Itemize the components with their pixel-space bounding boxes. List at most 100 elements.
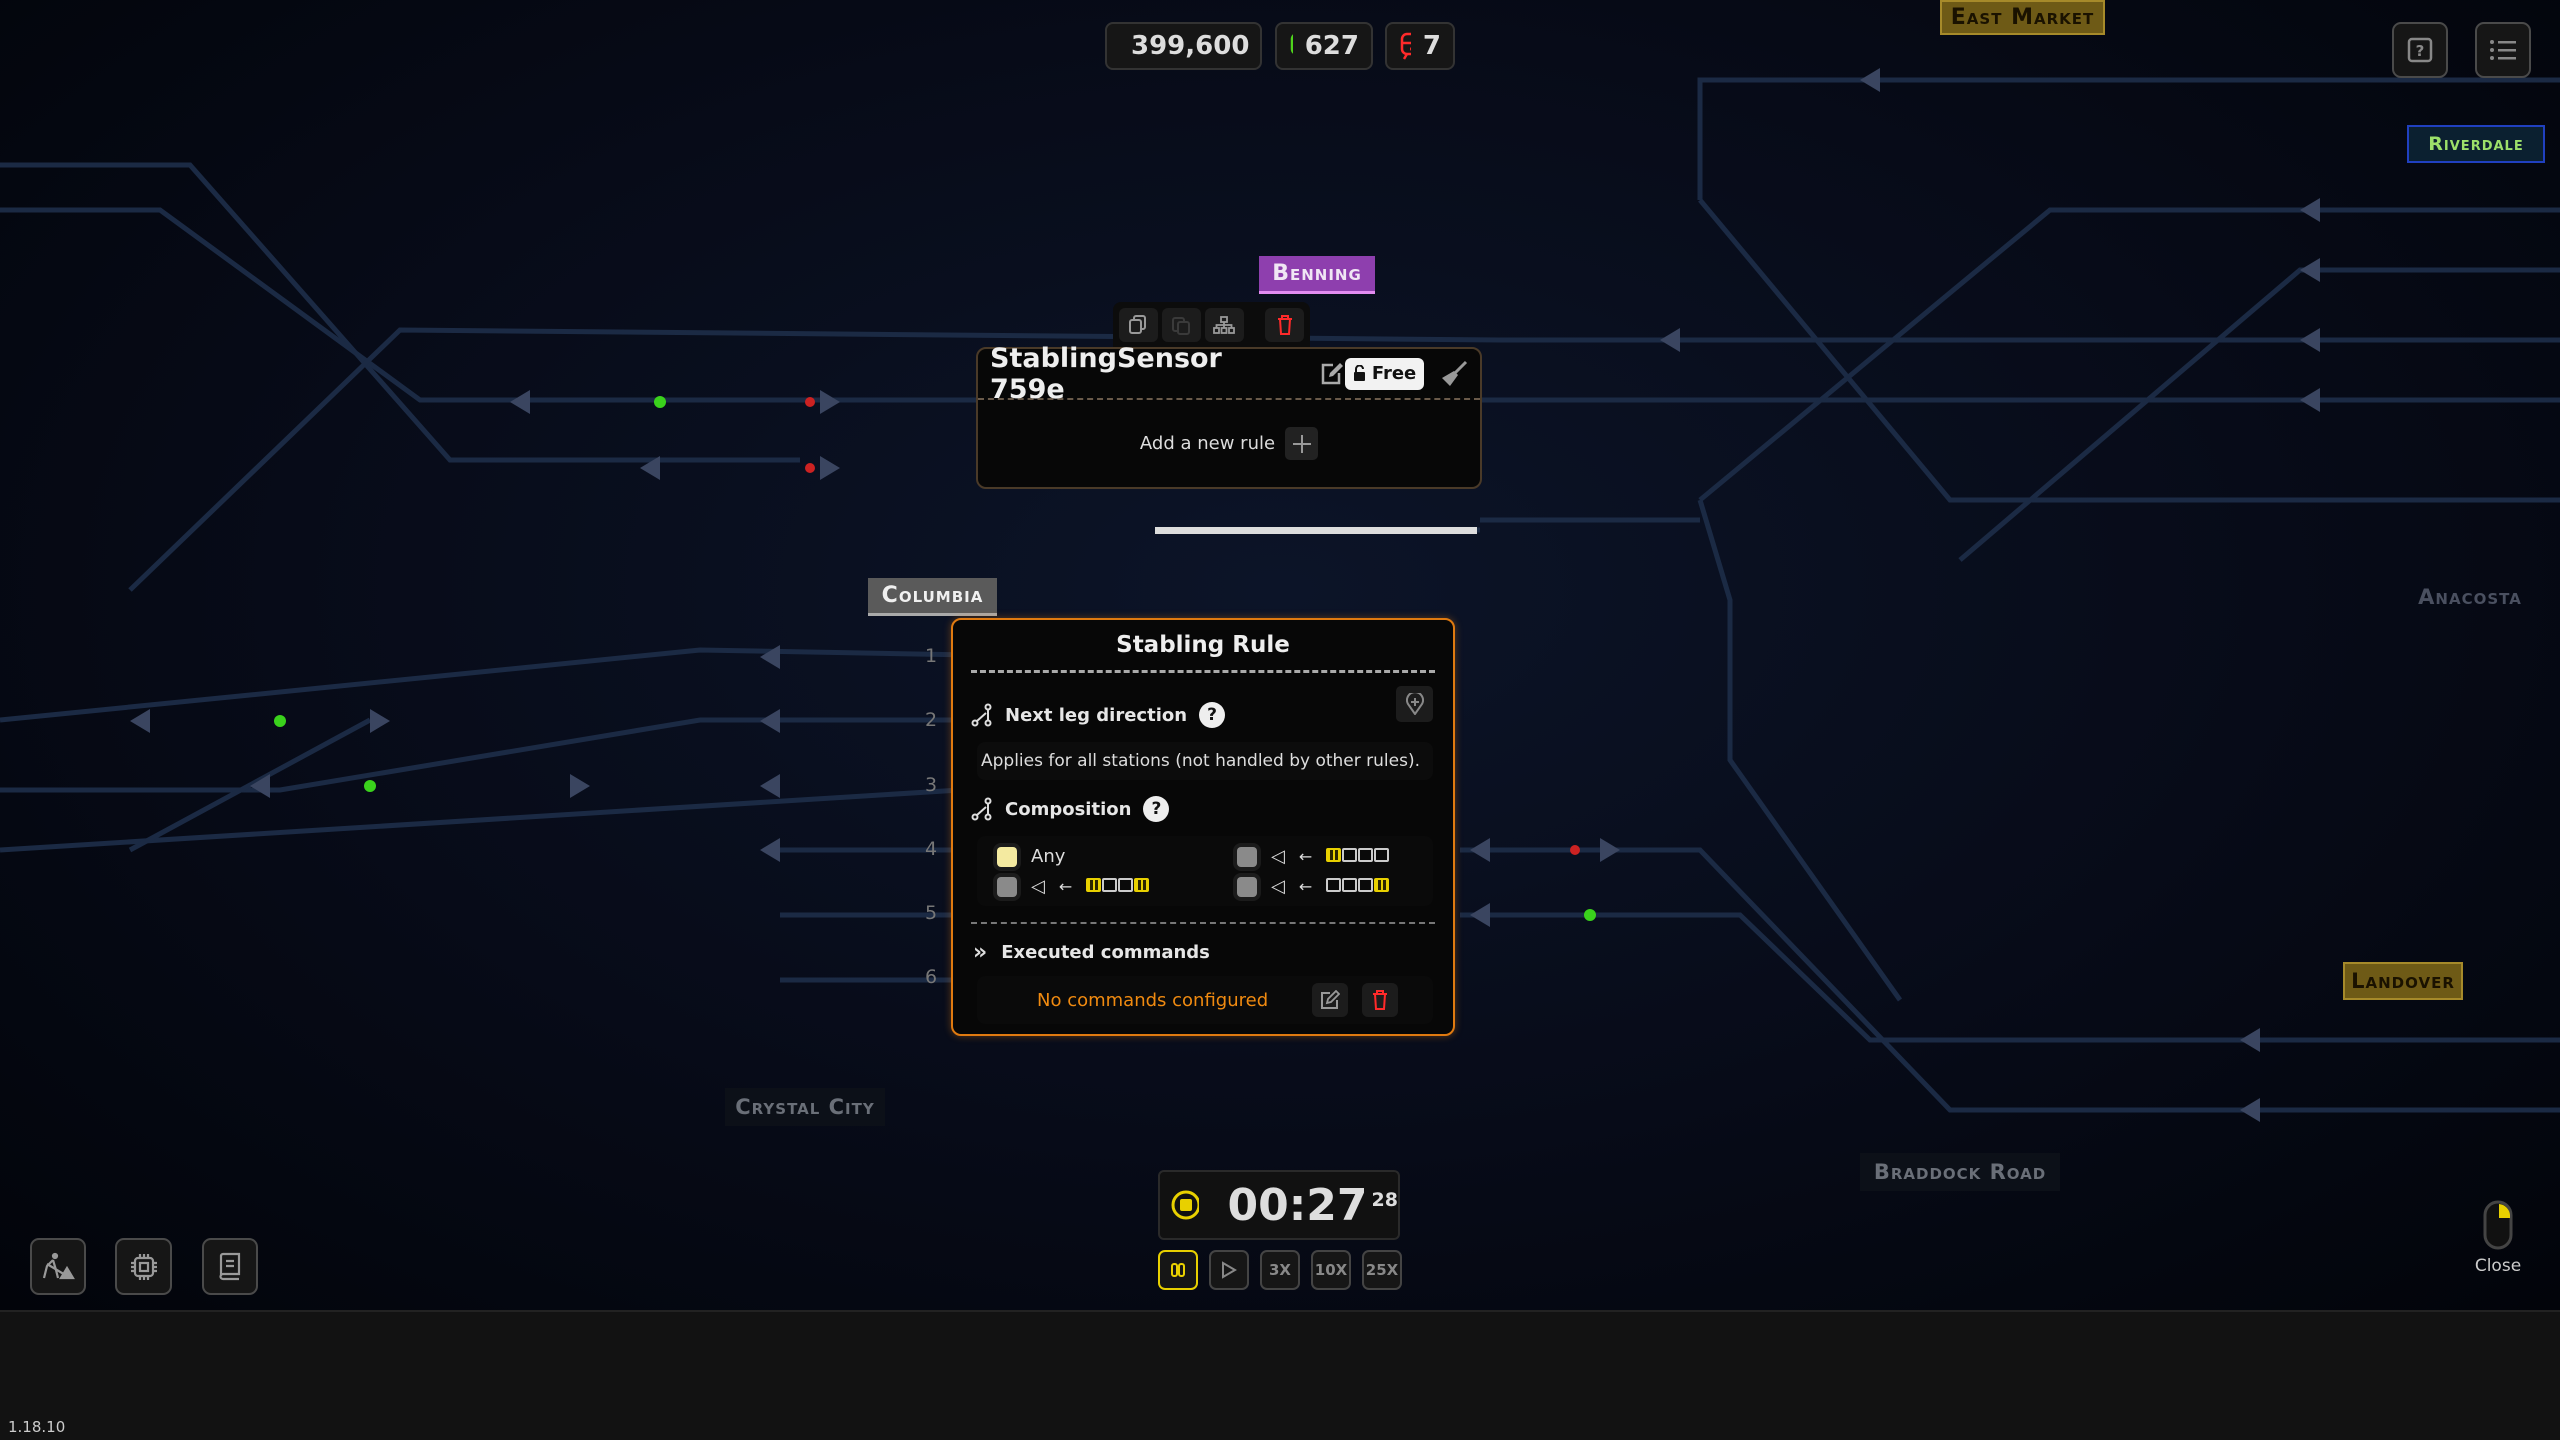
add-rule-button[interactable] — [1285, 427, 1319, 460]
copy-icon — [1129, 315, 1147, 334]
construction-worker-icon — [42, 1252, 75, 1279]
running-trains-counter: 627 — [1275, 22, 1373, 70]
composition-option-front[interactable]: ◁ ← — [1237, 846, 1390, 867]
station-braddock-road[interactable]: Braddock Road — [1860, 1153, 2060, 1191]
train-alert-icon — [1400, 32, 1411, 60]
trash-icon — [1373, 990, 1388, 1010]
speed-3x-button[interactable]: 3X — [1260, 1250, 1300, 1290]
station-benning[interactable]: Benning — [1259, 256, 1375, 294]
location-button[interactable] — [1396, 686, 1433, 722]
train-composition-icon — [1086, 877, 1150, 896]
direction-left-icon: ◁ — [1271, 876, 1285, 897]
speed-25x-button[interactable]: 25X — [1362, 1250, 1402, 1290]
edit-commands-button[interactable] — [1312, 983, 1349, 1017]
delete-commands-button[interactable] — [1362, 983, 1399, 1017]
paste-icon — [1172, 317, 1191, 335]
close-hint[interactable]: Close — [2474, 1200, 2522, 1290]
trains-bad-value: 7 — [1422, 31, 1441, 61]
hierarchy-button[interactable] — [1204, 308, 1244, 342]
sensor-panel: StablingSensor 759e Free Add a new rule — [976, 343, 1482, 489]
track-lines — [0, 68, 2560, 1122]
paste-button[interactable] — [1161, 308, 1201, 342]
route-icon — [971, 797, 992, 821]
brush-icon[interactable] — [1440, 360, 1468, 388]
copy-button[interactable] — [1119, 308, 1158, 342]
money-counter: 399,600 — [1105, 22, 1262, 70]
divider — [971, 922, 1435, 924]
add-rule-row: Add a new rule — [978, 400, 1480, 487]
stuck-trains-counter: 7 — [1385, 22, 1455, 70]
composition-help-icon[interactable]: ? — [1143, 796, 1170, 822]
bottom-bar: 1.18.10 — [0, 1310, 2560, 1440]
direction-left-icon: ◁ — [1271, 846, 1285, 867]
next-leg-help-icon[interactable]: ? — [1199, 702, 1226, 728]
station-east-market[interactable]: East Market — [1940, 0, 2105, 35]
book-button[interactable] — [202, 1238, 258, 1295]
edit-name-icon[interactable] — [1319, 361, 1345, 387]
track-number: 5 — [925, 902, 938, 924]
commands-row: No commands configured — [977, 976, 1433, 1024]
pause-icon — [1171, 1263, 1185, 1277]
close-label: Close — [2474, 1256, 2522, 1276]
sensor-panel-header: StablingSensor 759e Free — [978, 343, 1480, 405]
delete-sensor-button[interactable] — [1265, 308, 1304, 342]
composition-label: Composition — [1005, 798, 1132, 820]
checkbox[interactable] — [997, 876, 1017, 897]
double-chevron-icon: » — [973, 940, 988, 965]
add-rule-label: Add a new rule — [1139, 433, 1276, 454]
menu-button[interactable] — [2475, 22, 2531, 78]
sensor-toolbar — [1113, 302, 1310, 348]
direction-left-icon: ◁ — [1031, 876, 1045, 897]
chip-button[interactable] — [115, 1238, 172, 1295]
composition-option-back[interactable]: ◁ ← — [1237, 876, 1390, 897]
lock-toggle[interactable]: Free — [1344, 357, 1425, 390]
station-columbia[interactable]: Columbia — [868, 578, 997, 616]
play-icon — [1222, 1261, 1237, 1279]
stop-record-icon[interactable] — [1170, 1189, 1200, 1221]
game-clock: 00:27 28 — [1158, 1170, 1400, 1240]
arrow-left-icon: ← — [1058, 877, 1073, 896]
arrow-left-icon: ← — [1298, 847, 1313, 866]
track-number: 1 — [925, 645, 938, 667]
station-crystal-city[interactable]: Crystal City — [725, 1088, 885, 1126]
mouse-left-click-icon — [2483, 1200, 2513, 1250]
help-button[interactable]: ? — [2392, 22, 2448, 78]
unlock-icon — [1353, 365, 1365, 381]
help-icon: ? — [2407, 37, 2433, 63]
speed-10x-button[interactable]: 10X — [1311, 1250, 1351, 1290]
track-number: 2 — [925, 709, 938, 731]
sensor-title: StablingSensor 759e — [990, 342, 1222, 405]
construction-button[interactable] — [30, 1238, 86, 1295]
track-number: 3 — [925, 774, 938, 796]
station-anacosta[interactable]: Anacosta — [2418, 585, 2522, 609]
trash-icon — [1277, 315, 1292, 335]
clock-time: 00:27 — [1227, 1179, 1368, 1231]
train-ok-icon — [1290, 34, 1293, 54]
train-composition-icon — [1326, 847, 1390, 866]
checkbox[interactable] — [1237, 846, 1257, 867]
composition-option-any[interactable]: Any — [997, 846, 1065, 867]
money-value: 399,600 — [1131, 31, 1250, 61]
checkbox[interactable] — [1237, 876, 1257, 897]
executed-commands-heading: » Executed commands — [973, 940, 1210, 965]
map-pin-icon — [1405, 693, 1424, 715]
list-icon — [2490, 40, 2516, 60]
no-commands-text: No commands configured — [1037, 989, 1269, 1011]
play-button[interactable] — [1209, 1250, 1249, 1290]
sensor-track-highlight — [1155, 527, 1477, 534]
hierarchy-icon — [1213, 316, 1236, 334]
pause-button[interactable] — [1158, 1250, 1198, 1290]
station-landover[interactable]: Landover — [2343, 962, 2463, 1000]
rule-panel-header: Stabling Rule — [971, 620, 1435, 673]
train-composition-icon — [1326, 877, 1390, 896]
checkbox-checked[interactable] — [997, 846, 1017, 867]
edit-icon — [1321, 990, 1341, 1009]
svg-text:?: ? — [2416, 42, 2425, 60]
composition-options: Any ◁ ← ◁ ← ◁ ← — [977, 836, 1433, 906]
lock-label: Free — [1371, 363, 1417, 384]
speed-controls: 3X 10X 25X — [1158, 1250, 1402, 1290]
composition-option-both-ends[interactable]: ◁ ← — [997, 876, 1150, 897]
next-leg-heading: Next leg direction ? — [971, 702, 1226, 728]
station-riverdale[interactable]: Riverdale — [2407, 125, 2545, 163]
route-icon — [971, 703, 992, 727]
